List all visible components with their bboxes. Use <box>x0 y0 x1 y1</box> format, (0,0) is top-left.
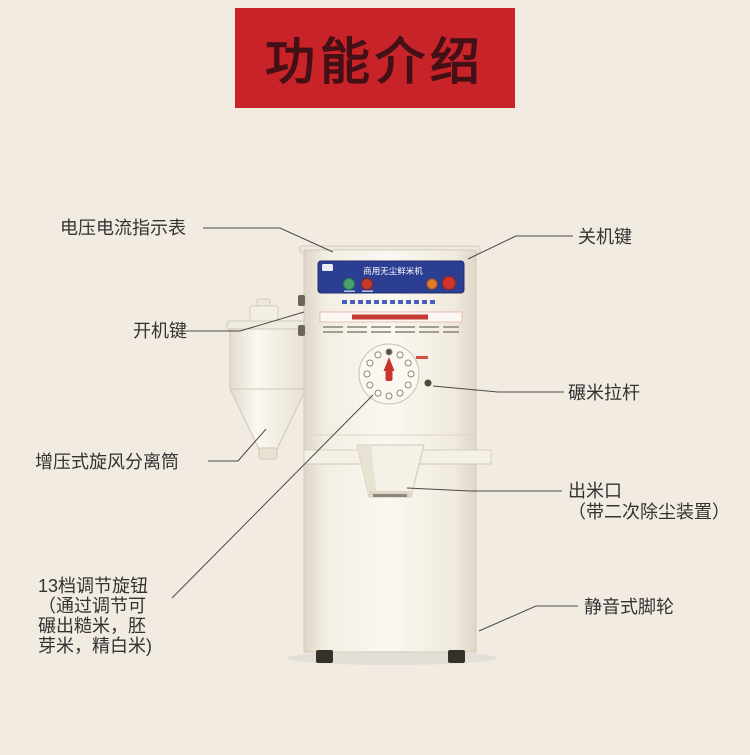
caster-feet <box>316 650 465 663</box>
rice-outlet-chute <box>356 444 425 498</box>
title-banner: 功能介绍 <box>235 8 515 108</box>
dial-red-mark <box>416 356 428 359</box>
indicator-lights <box>343 278 373 292</box>
label-power-off-key: 关机键 <box>578 227 632 247</box>
line-power-off-key <box>467 235 573 260</box>
label-milling-lever: 碾米拉杆 <box>568 383 640 403</box>
side-switch-knobs <box>298 295 305 336</box>
stop-buttons <box>426 276 456 290</box>
panel-slogan-marks <box>342 300 435 304</box>
panel-title: 商用无尘鲜米机 <box>363 266 423 277</box>
panel-logo <box>322 264 333 271</box>
line-voltage-indicator <box>203 227 334 253</box>
line-rice-outlet <box>406 487 562 492</box>
label-caster: 静音式脚轮 <box>584 597 674 617</box>
label-adjustment-knob: 13档调节旋钮 （通过调节可 碾出糙米，胚 芽米，精白米) <box>38 576 152 656</box>
floor-shadow <box>287 651 497 665</box>
cyclone-separator-graphic <box>226 298 310 460</box>
page-title: 功能介绍 <box>265 34 485 90</box>
milling-lever-handle <box>424 379 432 387</box>
label-rice-outlet: 出米口 （带二次除尘装置） <box>568 481 730 522</box>
label-voltage-indicator: 电压电流指示表 <box>60 218 186 238</box>
line-milling-lever <box>432 385 564 393</box>
label-cyclone-separator: 增压式旋风分离筒 <box>35 452 179 472</box>
line-cyclone-separator <box>208 428 267 462</box>
line-adjustment-knob <box>171 394 374 599</box>
dial-knob <box>358 343 432 405</box>
spec-banner <box>319 311 463 333</box>
machine-illustration: 商用无尘鲜米机 <box>226 245 497 665</box>
line-power-on-key <box>186 311 305 332</box>
callout-lines <box>171 227 578 632</box>
label-power-on-key: 开机键 <box>133 321 187 341</box>
line-caster <box>478 605 578 632</box>
control-panel: 商用无尘鲜米机 <box>317 260 465 294</box>
